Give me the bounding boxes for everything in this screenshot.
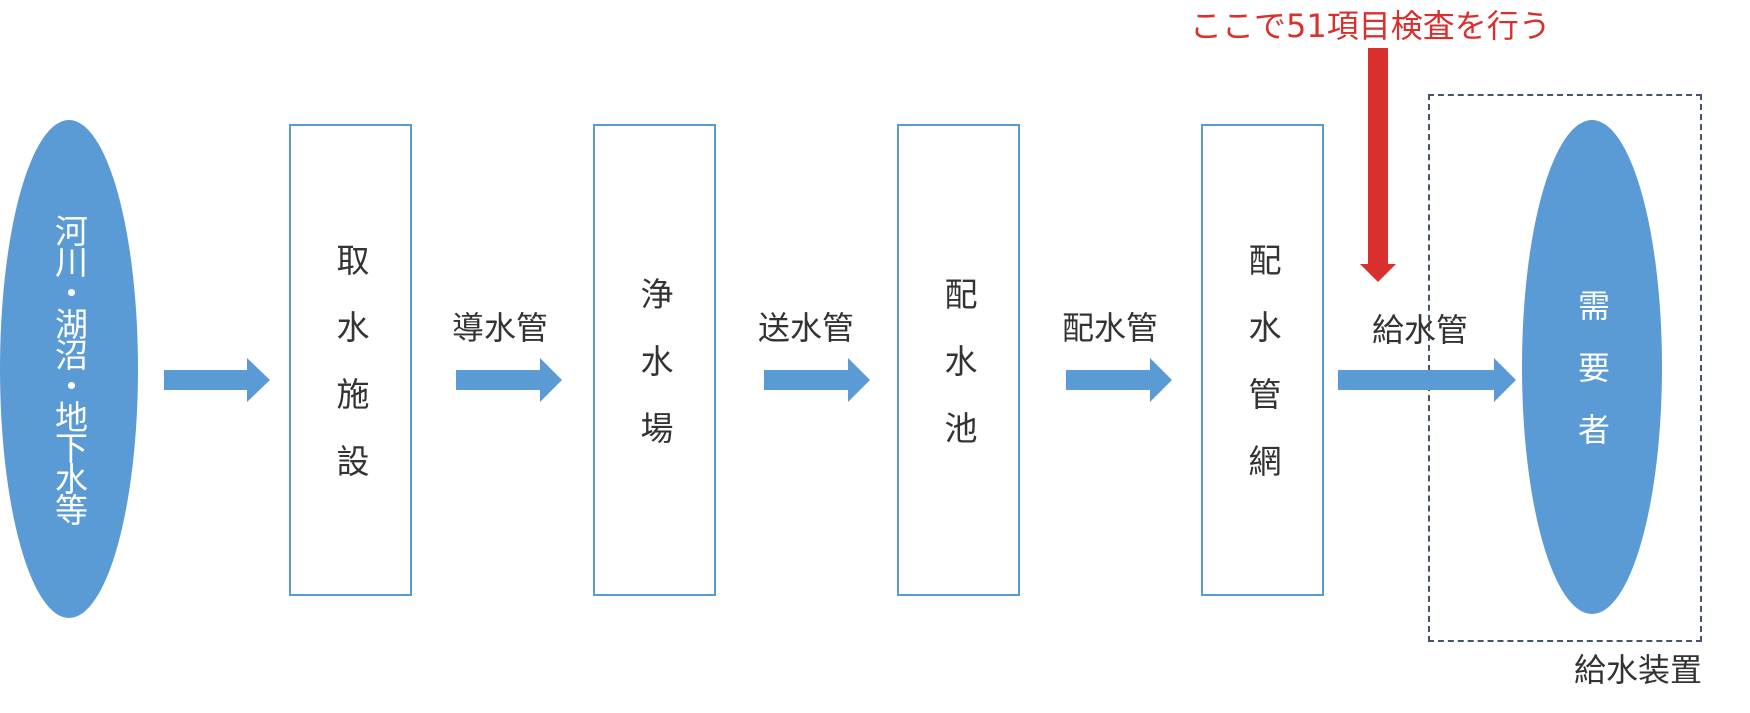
pipe-label-conveyance: 導水管: [452, 309, 549, 347]
stage-box-distribution-network: 配水管網: [1201, 124, 1324, 596]
flow-arrow-3: [764, 358, 870, 402]
consumer-ellipse: 需要者: [1522, 120, 1662, 614]
consumer-label: 需要者: [1573, 289, 1611, 475]
inspection-arrow: [1360, 48, 1396, 282]
pipe-label-distribution: 配水管: [1062, 309, 1159, 347]
flow-arrow-1: [164, 358, 270, 402]
stage-label-reservoir: 配水池: [939, 276, 978, 478]
flow-arrow-4: [1066, 358, 1172, 402]
stage-label-purification: 浄水場: [635, 276, 674, 478]
stage-box-purification: 浄水場: [593, 124, 716, 596]
stage-label-distribution-network: 配水管網: [1243, 243, 1282, 511]
source-ellipse: 河川・湖沼・地下水等: [0, 120, 138, 618]
source-label: 河川・湖沼・地下水等: [49, 214, 89, 524]
supply-device-label: 給水装置: [1574, 651, 1703, 689]
flow-arrow-5: [1338, 358, 1516, 402]
inspection-note: ここで51項目検査を行う: [1190, 7, 1551, 45]
stage-box-intake: 取水施設: [289, 124, 412, 596]
stage-box-reservoir: 配水池: [897, 124, 1020, 596]
pipe-label-transmission: 送水管: [758, 309, 855, 347]
flow-arrow-2: [456, 358, 562, 402]
supply-device-dashed-box: [1428, 94, 1702, 642]
stage-label-intake: 取水施設: [331, 243, 370, 511]
pipe-label-service: 給水管: [1372, 311, 1469, 349]
